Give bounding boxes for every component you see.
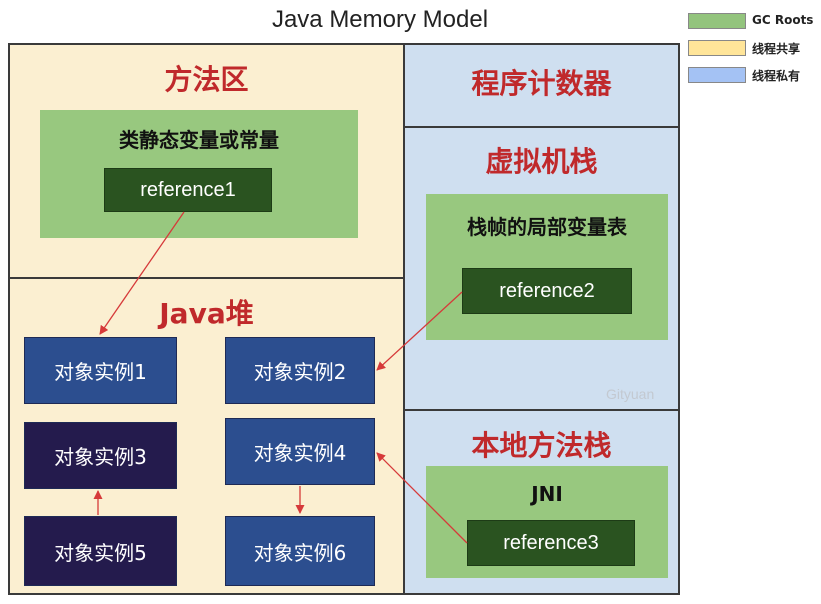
diagram-title: Java Memory Model: [271, 6, 489, 33]
object-instance-2: 对象实例2: [225, 337, 375, 404]
watermark: Gityuan: [606, 386, 655, 402]
legend-label-thread-private: 线程私有: [752, 69, 801, 83]
native-method-stack-title: 本地方法栈: [471, 429, 612, 462]
program-counter-section: [404, 44, 679, 127]
object-instance-3: 对象实例3: [24, 422, 177, 489]
reference1-box: reference1: [104, 168, 272, 212]
program-counter-title: 程序计数器: [471, 67, 612, 100]
legend-label-thread-shared: 线程共享: [752, 42, 801, 56]
object-instance-1: 对象实例1: [24, 337, 177, 404]
arrow-reference1-to-object1: [99, 211, 185, 335]
legend-swatch-thread-private: [688, 67, 746, 83]
object-instance-6: 对象实例6: [225, 516, 375, 586]
legend-swatch-thread-shared: [688, 40, 746, 56]
object-instance-5: 对象实例5: [24, 516, 177, 586]
legend-swatch-gc-roots: [688, 13, 746, 29]
java-heap-title: Java堆: [159, 297, 254, 330]
legend-label-gc-roots: GC Roots: [752, 13, 814, 27]
vm-stack-title: 虚拟机栈: [485, 145, 598, 178]
arrow-reference2-to-object2: [376, 291, 463, 371]
object-instance-4: 对象实例4: [225, 418, 375, 485]
local-variable-table-gc-root-box: [426, 194, 668, 340]
reference3-box: reference3: [467, 520, 635, 566]
static-variables-title: 类静态变量或常量: [119, 128, 279, 152]
jni-title: JNI: [531, 482, 563, 506]
method-area-title: 方法区: [164, 63, 249, 96]
arrow-reference3-to-object4: [376, 452, 468, 544]
reference2-box: reference2: [462, 268, 632, 314]
local-variable-table-title: 栈帧的局部变量表: [467, 215, 627, 239]
